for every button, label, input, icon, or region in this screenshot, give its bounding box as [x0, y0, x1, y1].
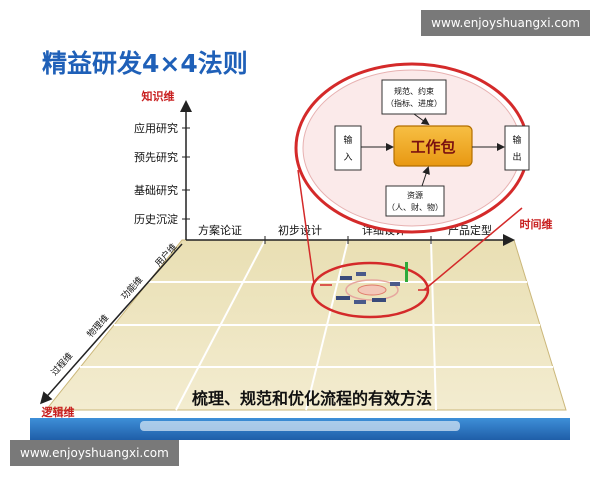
logic-axis-label: 逻辑维 [42, 405, 75, 419]
knowledge-ticks [182, 127, 190, 220]
constraint-line-1: 规范、约束 [394, 86, 434, 96]
connector-right [423, 207, 523, 291]
input-label-2: 入 [343, 152, 352, 163]
time-ticks [264, 236, 432, 244]
work-package-diagram: 规范、约束 （指标、进度） 输 入 输 出 工作包 资源 （人、财、物） [334, 79, 530, 217]
watermark-top: www.enjoyshuangxi.com [421, 10, 590, 36]
logic-item-4: 过程维 [48, 350, 75, 378]
floor-grid [44, 239, 567, 411]
grid-work-package [310, 261, 430, 319]
output-label-1: 输 [512, 134, 521, 146]
knowledge-item-2: 预先研究 [134, 150, 178, 164]
input-label-1: 输 [343, 134, 352, 146]
page-title: 精益研发4×4法则 [42, 49, 248, 78]
time-item-4: 产品定型 [448, 223, 492, 237]
knowledge-item-3: 基础研究 [134, 183, 178, 197]
time-item-2: 初步设计 [278, 223, 322, 237]
caption: 梳理、规范和优化流程的有效方法 [192, 389, 432, 408]
knowledge-axis-label: 知识维 [141, 89, 175, 103]
resource-line-2: （人、财、物） [387, 202, 443, 212]
resource-line-1: 资源 [407, 190, 423, 200]
output-label-2: 出 [512, 151, 521, 163]
constraint-line-2: （指标、进度） [386, 98, 442, 108]
work-package-label: 工作包 [410, 138, 455, 156]
knowledge-item-1: 应用研究 [134, 121, 178, 135]
logic-axis-line [40, 243, 183, 405]
bottom-band-highlight [140, 421, 460, 431]
connector-left [297, 169, 315, 285]
knowledge-item-4: 历史沉淀 [134, 212, 178, 226]
time-axis-label: 时间维 [520, 217, 553, 231]
time-item-1: 方案论证 [198, 223, 242, 237]
watermark-bottom: www.enjoyshuangxi.com [10, 440, 179, 466]
